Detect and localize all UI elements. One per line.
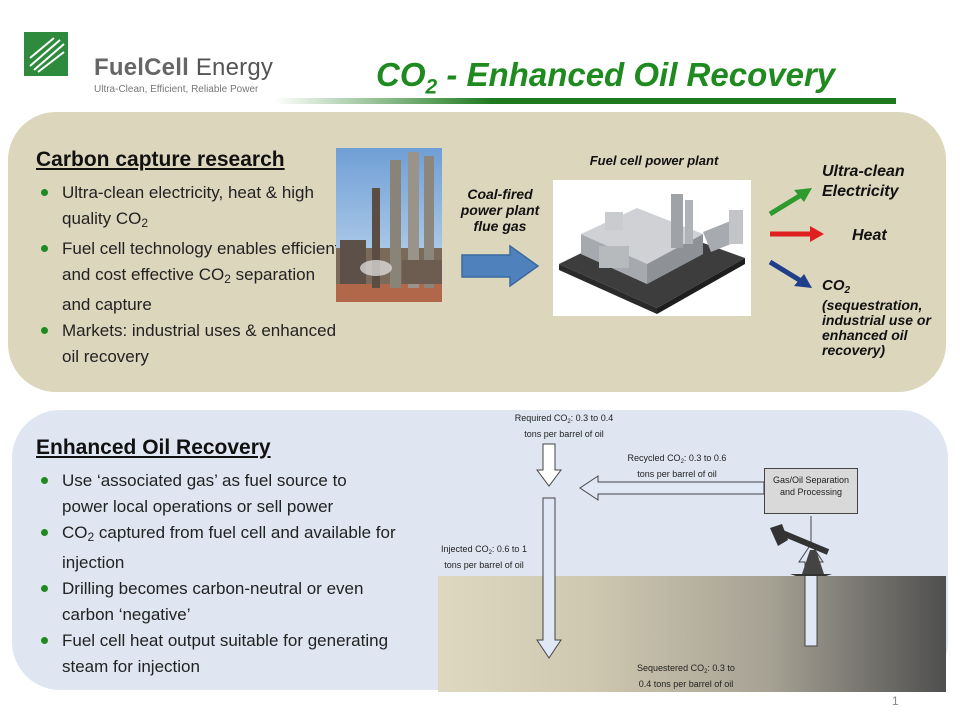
bullet-item: CO2 captured from fuel cell and availabl… xyxy=(36,520,396,576)
recycled-co2-range: : 0.3 to 0.6 xyxy=(683,453,727,463)
electricity-output-arrow-icon xyxy=(768,188,812,217)
bullet-item: Markets: industrial uses & enhanced oil … xyxy=(36,318,346,370)
recycled-co2-arrow xyxy=(579,475,765,501)
company-name-rest: Energy xyxy=(188,54,274,81)
heat-output-label: Heat xyxy=(852,227,887,244)
fuel-cell-plant-image xyxy=(553,180,751,316)
injected-co2-arrow xyxy=(536,497,562,659)
ground-cross-section xyxy=(438,576,946,692)
injected-co2-unit: tons per barrel of oil xyxy=(444,560,524,570)
title-prefix: CO xyxy=(376,56,426,93)
recycled-co2-subscript: 2 xyxy=(680,459,684,465)
fuel-cell-plant-label: Fuel cell power plant xyxy=(589,153,719,168)
eor-bullets: Use ‘associated gas’ as fuel source to p… xyxy=(36,468,396,680)
sequestered-co2-range: : 0.3 to xyxy=(707,663,735,673)
bullet-text: Markets: industrial uses & enhanced oil … xyxy=(62,321,337,366)
injected-co2-text: Injected CO xyxy=(441,544,489,554)
bullet-text-post: captured from fuel cell and available fo… xyxy=(62,523,396,572)
bullet-item: Ultra-clean electricity, heat & high qua… xyxy=(36,180,346,236)
page-number: 1 xyxy=(892,694,899,708)
bullet-subscript: 2 xyxy=(224,272,231,286)
company-name-bold: FuelCell xyxy=(94,54,189,81)
slide-title: CO2 - Enhanced Oil Recovery xyxy=(376,56,835,100)
required-co2-range: : 0.3 to 0.4 xyxy=(570,413,614,423)
co2-flow-diagram xyxy=(536,443,832,659)
required-co2-text: Required CO xyxy=(514,413,568,423)
title-underline xyxy=(274,98,896,104)
co2-output-detail: (sequestration, industrial use or enhanc… xyxy=(822,297,931,358)
eor-heading: Enhanced Oil Recovery xyxy=(36,436,271,459)
bullet-text: Fuel cell heat output suitable for gener… xyxy=(62,631,389,676)
carbon-capture-heading: Carbon capture research xyxy=(36,148,285,171)
bullet-item: Fuel cell heat output suitable for gener… xyxy=(36,628,396,680)
required-co2-arrow xyxy=(536,443,562,487)
fuelcell-logo-icon xyxy=(24,32,68,76)
carbon-capture-panel xyxy=(8,112,946,392)
company-tagline: Ultra-Clean, Efficient, Reliable Power xyxy=(94,84,259,95)
title-suffix: - Enhanced Oil Recovery xyxy=(437,56,836,93)
sequestered-co2-label: Sequestered CO2: 0.3 to 0.4 tons per bar… xyxy=(616,662,756,690)
required-co2-subscript: 2 xyxy=(567,419,571,425)
coal-power-plant-photo xyxy=(336,148,442,302)
required-co2-label: Required CO2: 0.3 to 0.4 tons per barrel… xyxy=(494,412,634,440)
bullet-subscript: 2 xyxy=(141,216,149,230)
input-arrow-icon xyxy=(461,244,540,288)
heat-output-arrow-icon xyxy=(770,226,824,242)
coal-flue-gas-label: Coal-fired power plant flue gas xyxy=(460,186,540,234)
recycled-co2-label: Recycled CO2: 0.3 to 0.6 tons per barrel… xyxy=(612,452,742,480)
bullet-text: Ultra-clean electricity, heat & high qua… xyxy=(62,183,314,228)
injected-co2-label: Injected CO2: 0.6 to 1 tons per barrel o… xyxy=(428,543,540,571)
bullet-text-post: separation and capture xyxy=(62,265,316,314)
company-name: FuelCell Energy xyxy=(94,54,273,82)
bullet-item: Use ‘associated gas’ as fuel source to p… xyxy=(36,468,396,520)
injected-co2-subscript: 2 xyxy=(488,550,492,556)
sequestered-co2-text: Sequestered CO xyxy=(637,663,705,673)
co2-output-prefix: CO xyxy=(822,277,845,294)
co2-output-arrow-icon xyxy=(768,259,812,288)
bullet-subscript: 2 xyxy=(87,530,95,544)
bullet-text: Use ‘associated gas’ as fuel source to p… xyxy=(62,471,347,516)
bullet-text: CO xyxy=(62,523,88,542)
required-co2-unit: tons per barrel of oil xyxy=(524,429,604,439)
recycled-co2-unit: tons per barrel of oil xyxy=(637,469,717,479)
co2-output-subscript: 2 xyxy=(844,285,851,296)
co2-output-label: CO2 (sequestration, industrial use or en… xyxy=(822,278,944,358)
sequestered-co2-unit: 0.4 tons per barrel of oil xyxy=(638,679,734,689)
recycled-co2-text: Recycled CO xyxy=(627,453,681,463)
bullet-item: Drilling becomes carbon-neutral or even … xyxy=(36,576,396,628)
gas-oil-separation-box: Gas/Oil Separation and Processing xyxy=(764,468,858,514)
injected-co2-range: : 0.6 to 1 xyxy=(491,544,527,554)
bullet-text: Fuel cell technology enables efficient a… xyxy=(62,239,340,284)
carbon-capture-bullets: Ultra-clean electricity, heat & high qua… xyxy=(36,180,346,370)
bullet-text: Drilling becomes carbon-neutral or even … xyxy=(62,579,364,624)
pumpjack-icon xyxy=(770,524,832,576)
sequestered-co2-subscript: 2 xyxy=(704,669,708,675)
bullet-item: Fuel cell technology enables efficient a… xyxy=(36,236,346,318)
electricity-output-label: Ultra-clean Electricity xyxy=(822,163,905,200)
fuel-cell-plant-illustration-icon xyxy=(559,194,745,314)
title-subscript: 2 xyxy=(425,75,438,99)
